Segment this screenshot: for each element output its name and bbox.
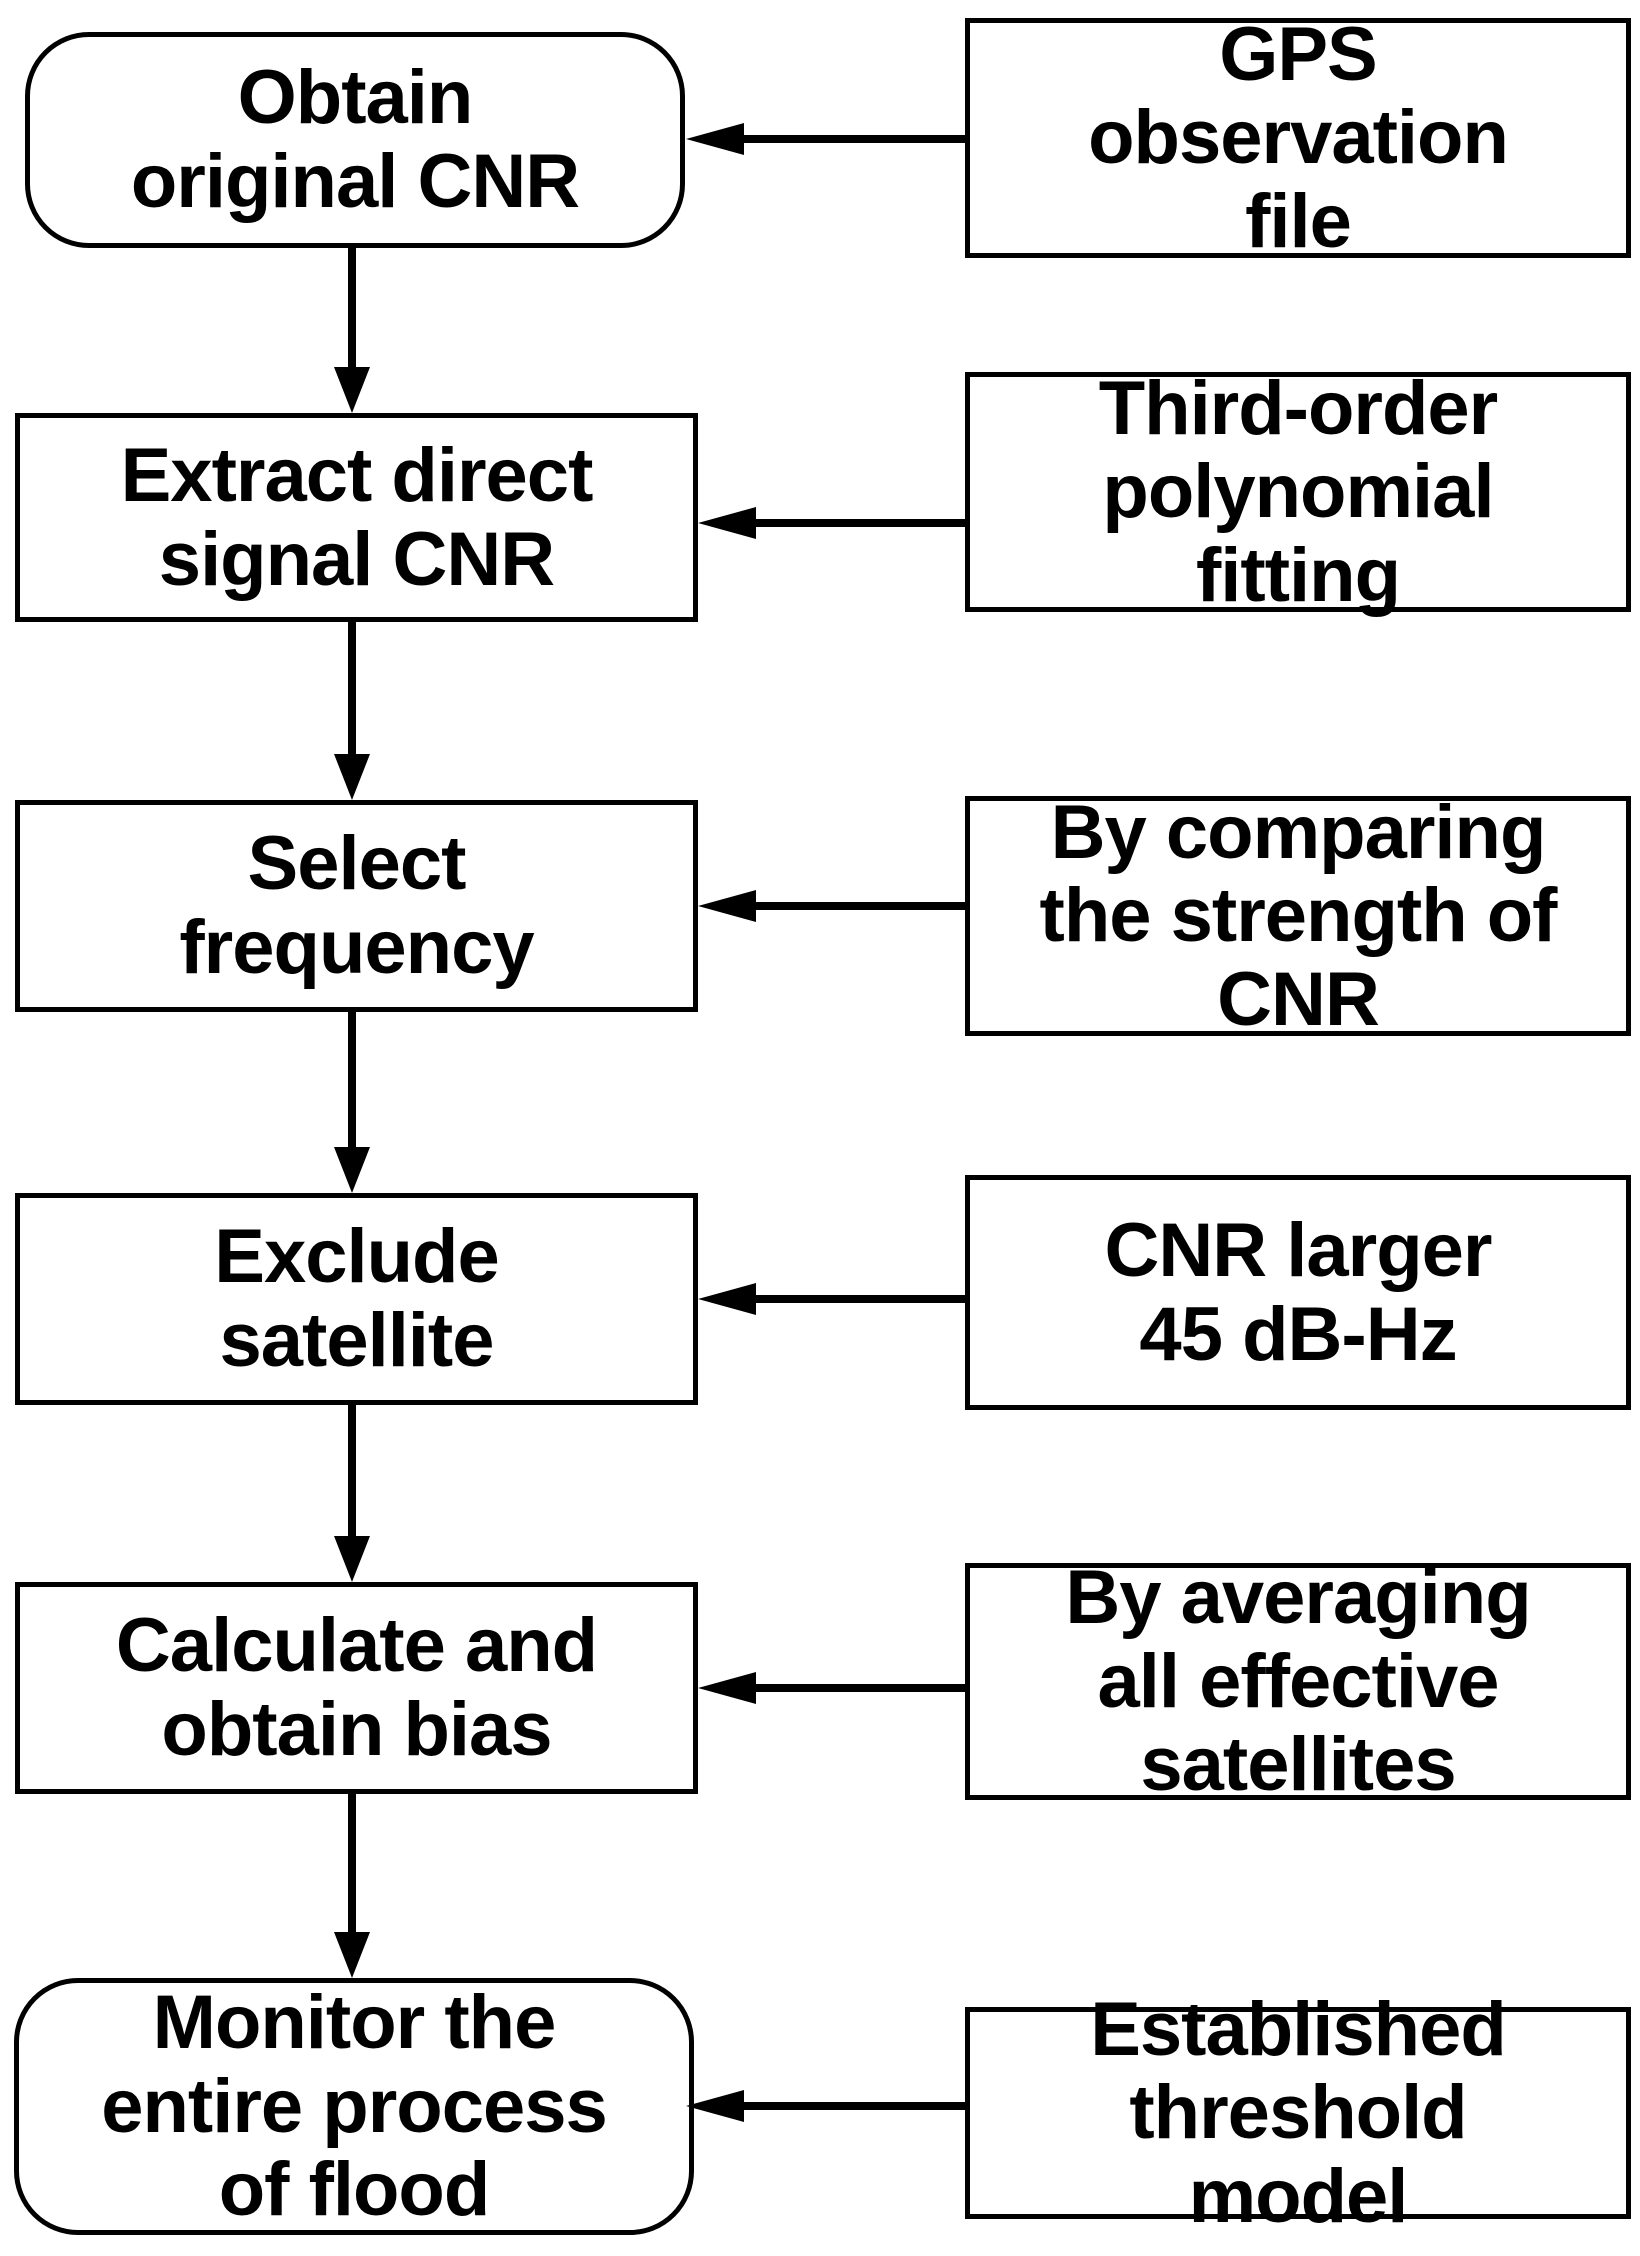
flow-step-extract-direct-signal-cnr: Extract direct signal CNR — [15, 413, 698, 622]
left-arrow-note2-to-step2 — [698, 506, 965, 540]
arrow-shaft — [348, 248, 356, 369]
flow-step-label: Calculate and obtain bias — [115, 1603, 598, 1772]
flow-step-label: Monitor the entire process of flood — [101, 1980, 608, 2233]
arrow-left-head-icon — [686, 2090, 744, 2122]
note-averaging-effective-satellites: By averaging all effective satellites — [965, 1556, 1631, 1807]
left-arrow-note6-to-step6 — [686, 2089, 965, 2123]
arrow-shaft — [740, 135, 965, 143]
note-gps-observation-file: GPS observation file — [965, 12, 1631, 263]
flow-step-label: Obtain original CNR — [130, 55, 580, 224]
arrow-left-head-icon — [698, 1283, 756, 1315]
flow-step-label: Exclude satellite — [214, 1214, 499, 1383]
note-label: Established threshold model — [1090, 1986, 1507, 2239]
arrow-shaft — [752, 519, 965, 527]
arrow-left-head-icon — [698, 1672, 756, 1704]
note-cnr-larger-45-dbhz: CNR larger 45 dB-Hz — [965, 1175, 1631, 1410]
down-arrow-step4-to-step5 — [334, 1405, 370, 1582]
left-arrow-note3-to-step3 — [698, 889, 965, 923]
arrow-shaft — [752, 902, 965, 910]
arrow-down-head-icon — [334, 1536, 370, 1582]
note-label: GPS observation file — [1088, 11, 1509, 264]
flow-step-label: Extract direct signal CNR — [120, 432, 594, 602]
arrow-down-head-icon — [334, 1147, 370, 1193]
arrow-down-head-icon — [334, 754, 370, 800]
arrow-down-head-icon — [334, 1932, 370, 1978]
arrow-left-head-icon — [698, 890, 756, 922]
down-arrow-step5-to-step6 — [334, 1794, 370, 1978]
note-label: CNR larger 45 dB-Hz — [1104, 1207, 1493, 1377]
flow-step-select-frequency: Select frequency — [15, 800, 698, 1012]
arrow-shaft — [348, 1405, 356, 1538]
arrow-left-head-icon — [698, 507, 756, 539]
arrow-left-head-icon — [686, 123, 744, 155]
left-arrow-note4-to-step4 — [698, 1282, 965, 1316]
flow-step-calculate-obtain-bias: Calculate and obtain bias — [15, 1582, 698, 1794]
note-third-order-polynomial-fitting: Third-order polynomial fitting — [965, 366, 1631, 617]
note-label: By comparing the strength of CNR — [1039, 789, 1558, 1042]
left-arrow-note5-to-step5 — [698, 1671, 965, 1705]
arrow-down-head-icon — [334, 367, 370, 413]
flow-step-obtain-original-cnr: Obtain original CNR — [25, 32, 685, 248]
arrow-shaft — [740, 2102, 965, 2110]
arrow-shaft — [348, 622, 356, 756]
flow-step-exclude-satellite: Exclude satellite — [15, 1193, 698, 1405]
left-arrow-note1-to-step1 — [686, 122, 965, 156]
down-arrow-step2-to-step3 — [334, 622, 370, 800]
note-established-threshold-model: Established threshold model — [965, 1987, 1631, 2238]
note-label: Third-order polynomial fitting — [1098, 365, 1499, 618]
down-arrow-step3-to-step4 — [334, 1012, 370, 1193]
arrow-shaft — [752, 1684, 965, 1692]
note-comparing-strength-of-cnr: By comparing the strength of CNR — [965, 790, 1631, 1041]
flow-step-monitor-flood-process: Monitor the entire process of flood — [14, 1978, 694, 2235]
arrow-shaft — [752, 1295, 965, 1303]
down-arrow-step1-to-step2 — [334, 248, 370, 413]
note-label: By averaging all effective satellites — [1065, 1555, 1531, 1808]
flow-step-label: Select frequency — [179, 821, 534, 990]
arrow-shaft — [348, 1794, 356, 1934]
arrow-shaft — [348, 1012, 356, 1149]
